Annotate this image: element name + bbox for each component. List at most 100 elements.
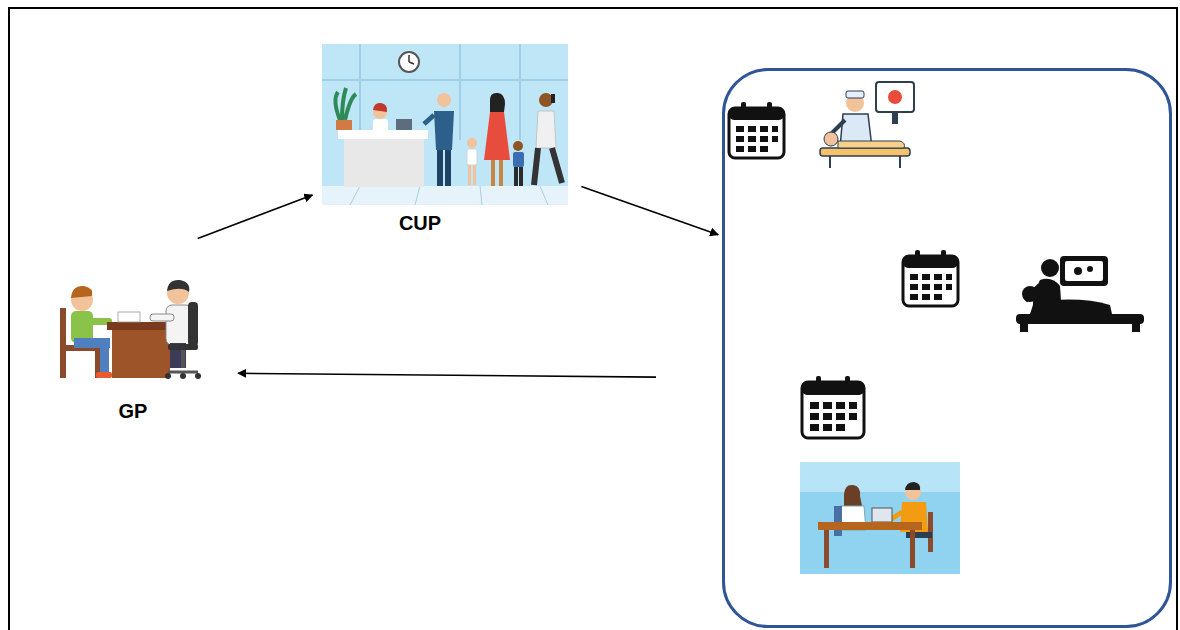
calendar-icon-part-part (946, 274, 952, 280)
calendar-icon-part (736, 126, 778, 152)
gp-illustration-part (60, 308, 66, 378)
consultation-illustration-part (910, 530, 915, 568)
ultrasound-illustration-part (1074, 267, 1082, 275)
examination-illustration-part (820, 148, 910, 156)
cup-illustration-part (445, 150, 451, 186)
cup-illustration-part (338, 130, 428, 139)
cup-illustration-part (344, 139, 424, 187)
consultation-illustration-part (800, 462, 960, 574)
consultation-illustration-part (818, 522, 922, 530)
calendar-icon-part-part (736, 136, 744, 142)
cup-illustration-part (536, 111, 556, 148)
cup-illustration-part (424, 115, 434, 124)
ultrasound-illustration-part (1016, 314, 1144, 324)
cup-illustration-part (499, 160, 503, 186)
calendar-icon-part-part (823, 424, 832, 431)
calendar-icon-part (903, 256, 958, 306)
ultrasound-illustration-part (1065, 261, 1103, 281)
calendar-icon-part-part (922, 274, 930, 280)
cup-illustration-part (519, 167, 523, 186)
examination-illustration-part (888, 90, 902, 104)
consultation-illustration-part (844, 485, 862, 506)
cup-illustration-part (514, 167, 518, 186)
calendar-icon-part (767, 102, 772, 114)
cup-illustration-part (467, 138, 477, 148)
cup-illustration-part-part (415, 186, 420, 205)
calendar-icon (802, 376, 864, 438)
gp-illustration-part (71, 286, 92, 298)
examination-illustration-part (824, 132, 838, 146)
examination-illustration-part (838, 141, 905, 148)
flow-arrow (238, 373, 656, 377)
ultrasound-illustration-part (1020, 324, 1028, 332)
calendar-icon-part-part (823, 413, 832, 420)
ultrasound-illustration-part (1041, 259, 1059, 277)
cup-illustration-part-part (519, 44, 521, 140)
flow-arrow (198, 195, 313, 239)
gp-illustration-part (150, 314, 174, 321)
calendar-icon-part-part (748, 146, 756, 152)
actor-node: CUP (318, 40, 572, 236)
gp-illustration-part (165, 373, 171, 379)
consultation-illustration-part (834, 506, 842, 536)
examination-illustration-part (876, 82, 914, 112)
cup-illustration-part-part (540, 186, 548, 205)
cup-illustration-part-part (480, 186, 482, 205)
consultation-illustration-part (906, 532, 932, 538)
gp-illustration-part (188, 302, 198, 346)
calendar-icon-part-part (772, 126, 778, 132)
cup-illustration-part (490, 93, 505, 112)
calendar-icon-part-part (836, 402, 845, 409)
cup-illustration-part (467, 149, 477, 165)
gp-illustration (60, 280, 201, 379)
cup-illustration-part (322, 44, 568, 205)
consultation-illustration (800, 462, 960, 574)
cup-illustration-part-part (459, 44, 461, 140)
gp-illustration-part (167, 280, 189, 292)
calendar-icon-part-part (934, 294, 942, 300)
calendar-icon-part (810, 402, 857, 431)
cup-illustration-part (399, 52, 419, 72)
calendar-icon-part-part (736, 126, 744, 132)
node-label: GP (119, 400, 148, 422)
calendar-icon-part (802, 382, 864, 438)
calendar-icon-part (741, 102, 746, 114)
calendar-icon-part-part (736, 146, 744, 152)
cup-illustration (322, 44, 568, 205)
gp-illustration-part (100, 338, 109, 374)
calendar-icon-part-part (922, 284, 930, 290)
cup-illustration-part (468, 165, 471, 185)
calendar-icon-part-part (810, 402, 819, 409)
calendar-icon-part (845, 376, 850, 389)
calendar-icon-part-part (836, 413, 845, 420)
calendar-icon-part-part (849, 413, 857, 420)
ultrasound-illustration (1016, 256, 1144, 332)
cup-illustration-part (335, 88, 356, 120)
ultrasound-illustration-part (1030, 300, 1112, 314)
cup-illustration-part-part (322, 79, 568, 81)
calendar-icon-part-part (772, 136, 778, 142)
cup-illustration-part (336, 120, 352, 130)
gp-illustration-part (168, 344, 198, 350)
calendar-icon-part (903, 256, 958, 268)
cup-illustration-part (473, 165, 476, 185)
cup-illustration-part (409, 55, 414, 64)
calendar-icon-part-part (748, 136, 756, 142)
calendar-icon-part-part (910, 294, 918, 300)
gp-illustration-part (112, 330, 170, 378)
cup-illustration-part (434, 111, 454, 150)
calendar-icon-part (915, 250, 920, 262)
consultation-illustration-part (872, 508, 892, 522)
cup-illustration-part-part (359, 44, 361, 140)
service-region (722, 68, 1172, 628)
gp-illustration-part (180, 373, 186, 379)
consultation-illustration-part (824, 530, 829, 568)
calendar-icon-part-part (823, 402, 832, 409)
examination-illustration-part (830, 156, 900, 168)
calendar-icon-part (941, 250, 946, 262)
cup-illustration-part (322, 186, 568, 205)
calendar-icon-part (729, 108, 784, 158)
gp-illustration-part (107, 322, 175, 330)
